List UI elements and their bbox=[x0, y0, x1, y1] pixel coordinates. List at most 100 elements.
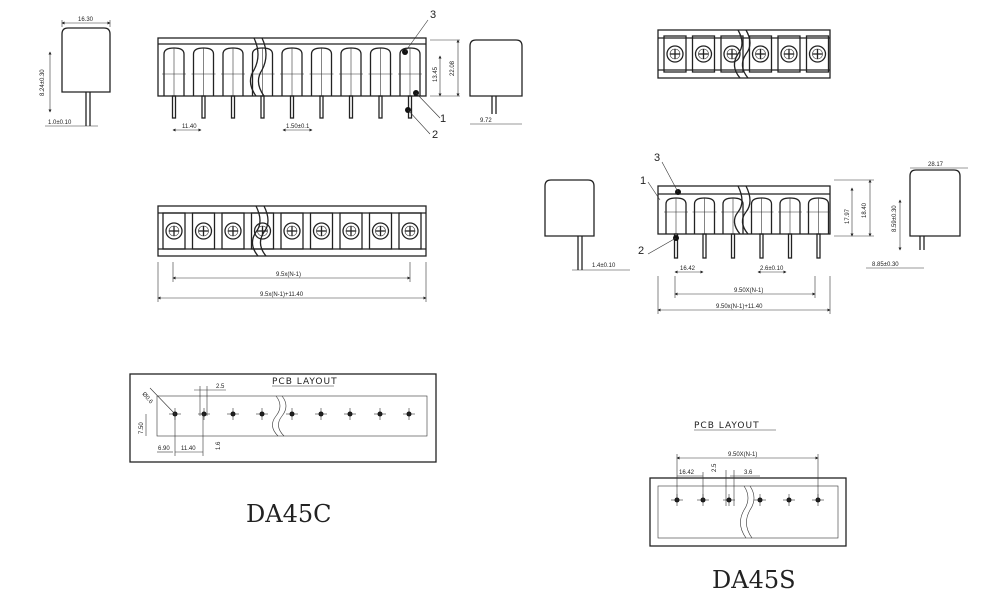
da45s-span-total: 9.50x(N-1)+11.40 bbox=[716, 304, 763, 310]
da45s-pcb-label: PCB LAYOUT bbox=[694, 421, 760, 431]
da45s-terminal-slot bbox=[806, 197, 831, 234]
da45c-pcb-hole bbox=[227, 408, 239, 420]
da45c-terminal-slot bbox=[339, 47, 363, 96]
da45s-pin bbox=[759, 233, 764, 259]
da45c-pitch-first: 11.40 bbox=[182, 124, 197, 130]
da45s-inner-height: 17.97 bbox=[845, 208, 851, 224]
da45c-pcb-layout: PCB LAYOUT Ø0.6 2.5 7.50 6.90 11.40 1.6 bbox=[129, 373, 437, 463]
da45c-pin bbox=[289, 95, 295, 119]
da45c-callout-3: 3 bbox=[430, 9, 436, 21]
da45c-terminal-slot bbox=[398, 47, 422, 96]
da45s-top-view bbox=[657, 29, 831, 79]
da45s-pin-width: 2.6±0.10 bbox=[760, 266, 784, 272]
da45c-body-height: 22.08 bbox=[450, 60, 456, 76]
da45c-screw bbox=[221, 212, 245, 250]
da45c-screw bbox=[191, 212, 216, 250]
da45c-end-view: 9.72 bbox=[469, 39, 523, 125]
da45s-screw bbox=[777, 35, 801, 73]
da45s-terminal-slot bbox=[664, 197, 688, 234]
da45c-pcb-hole: Ø0.6 bbox=[140, 391, 153, 405]
da45c-top-view: 9.5x(N-1) 9.5x(N-1)+11.40 bbox=[157, 205, 427, 302]
da45s-front-view: 16.42 2.6±0.10 18.40 17.97 9.50X(N-1) 9.… bbox=[638, 152, 874, 314]
da45c-side-height: 8.24±0.30 bbox=[40, 69, 46, 96]
da45c-screw bbox=[398, 212, 422, 250]
da45s-end-view: 28.17 8.59±0.30 8.85±0.30 bbox=[866, 162, 968, 269]
da45s-side-height: 8.59±0.30 bbox=[892, 205, 898, 232]
da45s-body-height: 18.40 bbox=[862, 202, 868, 218]
da45s-end-width: 28.17 bbox=[928, 162, 944, 168]
da45c-pin bbox=[260, 95, 265, 119]
da45s-pcb-hole bbox=[754, 494, 766, 506]
da45c-terminal-slot bbox=[191, 47, 216, 96]
da45c-pcb-hole bbox=[344, 408, 356, 420]
da45s-pin bbox=[702, 233, 707, 259]
da45c-pin bbox=[201, 95, 206, 119]
da45c-screw bbox=[250, 212, 275, 250]
da45c-pin bbox=[230, 95, 236, 119]
da45c-pcb-hole bbox=[286, 408, 298, 420]
da45c-pcb-hole bbox=[403, 408, 415, 420]
da45c-terminal-slot bbox=[368, 47, 393, 96]
da45c-terminal-slot bbox=[250, 47, 275, 96]
da45s-pcb-layout: PCB LAYOUT 9.50X(N-1) 16.42 2.5 3.6 bbox=[649, 421, 847, 547]
da45c-side-view: 16.30 8.24±0.30 1.0±0.10 bbox=[40, 17, 111, 127]
da45c-side-width: 16.30 bbox=[78, 17, 94, 23]
da45s-pin bbox=[673, 233, 679, 259]
da45s-terminal-slot bbox=[749, 197, 774, 234]
da45c-pcb-hole bbox=[256, 408, 268, 420]
da45c-terminal-slot bbox=[309, 47, 334, 96]
da45c-terminal-slot bbox=[162, 47, 186, 96]
da45c-pin bbox=[407, 95, 413, 119]
da45s-side-depth: 8.85±0.30 bbox=[872, 262, 899, 268]
da45c-pin-width: 1.50±0.1 bbox=[286, 124, 310, 130]
da45s-pcb-hole bbox=[783, 494, 795, 506]
da45s-callout-3: 3 bbox=[654, 152, 660, 164]
da45s-pin bbox=[816, 233, 821, 259]
da45c-pcb-row: 7.50 bbox=[139, 422, 145, 434]
da45s-screw bbox=[720, 35, 744, 73]
da45s-terminal-slot bbox=[692, 197, 717, 234]
da45c-pcb-pad: 1.6 bbox=[216, 441, 222, 450]
da45c-callout-2: 2 bbox=[432, 129, 438, 141]
da45s-screw bbox=[663, 35, 687, 73]
da45c-span-inner: 9.5x(N-1) bbox=[276, 272, 301, 278]
da45s-side-view: 1.4±0.10 bbox=[544, 179, 630, 271]
da45c-inner-height: 13.45 bbox=[433, 66, 439, 82]
da45c-pcb-pitch: 11.40 bbox=[181, 446, 196, 452]
da45c-end-depth: 9.72 bbox=[480, 118, 492, 124]
da45c-screw bbox=[339, 212, 363, 250]
da45s-screw bbox=[748, 35, 773, 73]
da45c-pcb-edge: 6.90 bbox=[158, 446, 170, 452]
da45s-screw bbox=[691, 35, 716, 73]
da45s-pcb-first: 16.42 bbox=[679, 470, 695, 476]
da45s-pin-dia: 1.4±0.10 bbox=[592, 263, 616, 269]
da45c-pcb-spacing: 2.5 bbox=[216, 384, 225, 390]
da45c-pin bbox=[348, 95, 354, 119]
da45c-terminal-slot bbox=[280, 47, 304, 96]
da45c-terminal-slot bbox=[221, 47, 245, 96]
da45c-pin bbox=[171, 95, 177, 119]
da45s-pin bbox=[787, 233, 793, 259]
da45c-callout-1: 1 bbox=[440, 113, 446, 125]
da45c-screw bbox=[309, 212, 334, 250]
da45s-title: DA45S bbox=[712, 566, 796, 594]
da45c-pin bbox=[378, 95, 383, 119]
da45s-terminal-slot bbox=[778, 197, 802, 234]
da45c-front-view: 11.40 1.50±0.1 22.08 13.45 3 1 2 bbox=[157, 9, 460, 141]
da45c-pcb-hole bbox=[315, 408, 327, 420]
da45s-screw bbox=[805, 35, 830, 73]
da45s-span-inner: 9.50X(N-1) bbox=[734, 288, 763, 294]
da45s-callout-1: 1 bbox=[640, 175, 646, 187]
da45s-pitch-first: 16.42 bbox=[680, 266, 696, 272]
da45c-screw bbox=[280, 212, 304, 250]
da45c-screw bbox=[368, 212, 393, 250]
da45c-pin bbox=[319, 95, 324, 119]
da45s-pcb-spacing: 2.5 bbox=[712, 463, 718, 472]
da45s-pcb-pad: 3.6 bbox=[744, 470, 753, 476]
da45c-pin-dia: 1.0±0.10 bbox=[48, 120, 72, 126]
da45c-screw bbox=[162, 212, 186, 250]
da45s-pcb-hole bbox=[723, 494, 735, 506]
da45c-span-total: 9.5x(N-1)+11.40 bbox=[260, 292, 304, 298]
da45s-pin bbox=[730, 233, 736, 259]
